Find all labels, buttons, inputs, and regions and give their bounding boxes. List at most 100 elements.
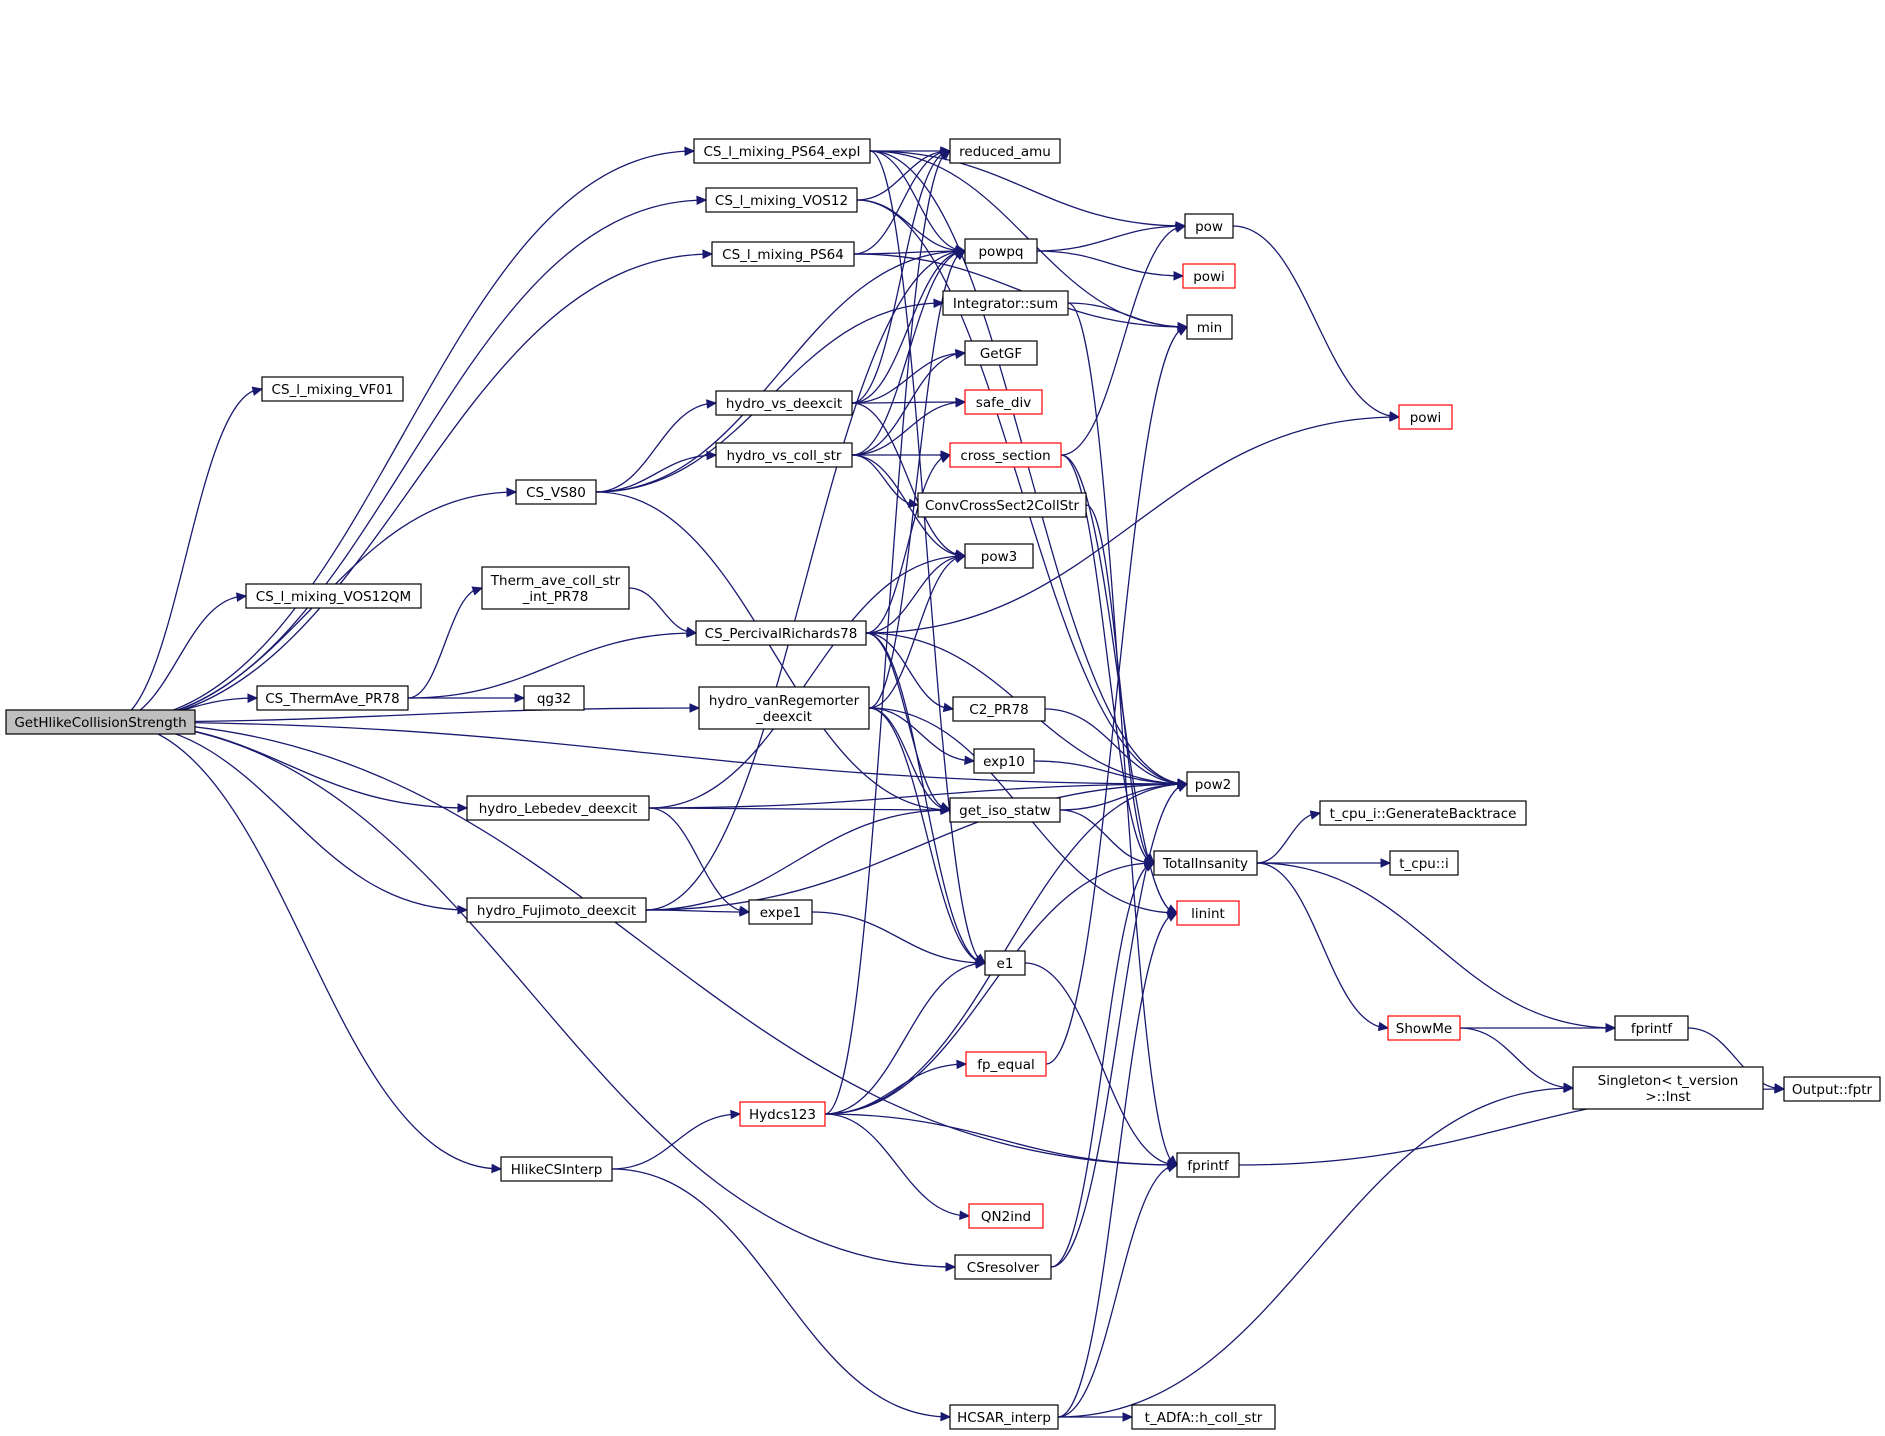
node-box-adfa <box>1131 1404 1276 1430</box>
node-singleton[interactable]: Singleton< t_version>::Inst <box>1572 1066 1764 1110</box>
node-lebedev[interactable]: hydro_Lebedev_deexcit <box>466 795 650 821</box>
node-therm_int[interactable]: Therm_ave_coll_str_int_PR78 <box>481 566 630 610</box>
node-box-tcpu <box>1389 850 1459 876</box>
node-fprintf2[interactable]: fprintf <box>1176 1152 1240 1178</box>
arrowhead-root-to-vs80 <box>506 487 518 497</box>
node-fprintf1[interactable]: fprintf <box>1614 1015 1689 1041</box>
edge-cross-to-linint <box>1060 454 1178 914</box>
node-integrator[interactable]: Integrator::sum <box>942 290 1069 316</box>
node-powpq[interactable]: powpq <box>964 238 1038 264</box>
node-totalins[interactable]: TotalInsanity <box>1153 850 1258 876</box>
arrowhead-totalins-to-showme <box>1377 1021 1390 1032</box>
node-box-vos12 <box>705 187 858 213</box>
node-label-totalins: TotalInsanity <box>1162 856 1248 872</box>
arrowhead-csresolver-to-totalins <box>1143 862 1156 872</box>
node-label-powi2: powi <box>1410 410 1442 426</box>
node-box-min <box>1186 314 1233 340</box>
node-tcpu[interactable]: t_cpu::i <box>1389 850 1459 876</box>
arrowhead-hydcs-to-reduced_amu <box>939 150 951 161</box>
arrowhead-vanreg-to-get_iso <box>939 802 952 813</box>
node-reduced_amu[interactable]: reduced_amu <box>949 138 1061 164</box>
node-box-hydcs <box>739 1101 826 1127</box>
node-showme[interactable]: ShowMe <box>1387 1015 1461 1041</box>
node-adfa[interactable]: t_ADfA::h_coll_str <box>1131 1404 1276 1430</box>
edge-totalins-to-backtrace <box>1256 812 1321 864</box>
node-label-hydcs: Hydcs123 <box>749 1107 816 1123</box>
node-box-showme <box>1387 1015 1461 1041</box>
node-pow[interactable]: pow <box>1184 213 1234 239</box>
arrowhead-csresolver-to-pow2 <box>1176 783 1189 793</box>
node-powi1[interactable]: powi <box>1182 263 1236 289</box>
node-hydcs[interactable]: Hydcs123 <box>739 1101 826 1127</box>
arrowhead-totalins-to-tcpu <box>1380 858 1392 868</box>
arrowhead-thermave-to-qg32 <box>514 693 526 703</box>
node-label-singleton: Singleton< t_version>::Inst <box>1598 1073 1739 1105</box>
edge-csresolver-to-pow2 <box>1050 783 1188 1268</box>
node-powi2[interactable]: powi <box>1398 404 1453 430</box>
node-root[interactable]: GetHlikeCollisionStrength <box>5 709 196 735</box>
node-getgf[interactable]: GetGF <box>964 340 1038 366</box>
node-get_iso[interactable]: get_iso_statw <box>949 797 1061 823</box>
node-pow3[interactable]: pow3 <box>964 543 1034 569</box>
edge-hydcs-to-totalins <box>824 862 1155 1115</box>
edge-vs_deexcit-to-reduced_amu <box>851 150 951 404</box>
node-e1[interactable]: e1 <box>984 950 1026 976</box>
edge-vanreg-to-powpq <box>868 250 966 709</box>
node-box-qg32 <box>523 685 585 711</box>
node-fptr[interactable]: Output::fptr <box>1783 1076 1881 1102</box>
node-box-pow3 <box>964 543 1034 569</box>
node-backtrace[interactable]: t_cpu_i::GenerateBacktrace <box>1319 800 1527 826</box>
node-qg32[interactable]: qg32 <box>523 685 585 711</box>
node-exp10[interactable]: exp10 <box>973 748 1035 774</box>
node-linint[interactable]: linint <box>1176 900 1240 926</box>
arrowhead-vanreg-to-powpq <box>954 250 967 261</box>
edge-vs80-to-powpq <box>595 250 966 493</box>
node-vos12[interactable]: CS_l_mixing_VOS12 <box>705 187 858 213</box>
node-pow2[interactable]: pow2 <box>1186 771 1240 797</box>
node-qn2ind[interactable]: QN2ind <box>968 1203 1044 1229</box>
edge-percival-to-powi2 <box>865 416 1400 634</box>
node-vanreg[interactable]: hydro_vanRegemorter_deexcit <box>698 686 870 730</box>
edge-thermave-to-percival <box>407 632 697 699</box>
node-min[interactable]: min <box>1186 314 1233 340</box>
node-c2pr78[interactable]: C2_PR78 <box>952 696 1046 722</box>
nodes-layer: GetHlikeCollisionStrength CS_l_mixing_PS6… <box>5 138 1881 1430</box>
node-fp_equal[interactable]: fp_equal <box>965 1051 1047 1077</box>
node-box-percival <box>695 620 867 646</box>
node-label-vf01: CS_l_mixing_VF01 <box>272 382 394 398</box>
node-box-integrator <box>942 290 1069 316</box>
edge-lebedev-to-pow2 <box>648 783 1188 809</box>
node-hcsar[interactable]: HCSAR_interp <box>949 1404 1059 1430</box>
node-conv[interactable]: ConvCrossSect2CollStr <box>917 492 1087 518</box>
node-expe1[interactable]: expe1 <box>748 899 813 925</box>
node-box-hlikecs <box>500 1156 613 1182</box>
node-vf01[interactable]: CS_l_mixing_VF01 <box>261 376 404 402</box>
node-box-get_iso <box>949 797 1061 823</box>
node-label-lebedev: hydro_Lebedev_deexcit <box>479 801 638 817</box>
node-label-pow2: pow2 <box>1195 777 1231 793</box>
node-vos12qm[interactable]: CS_l_mixing_VOS12QM <box>245 583 422 609</box>
node-vs80[interactable]: CS_VS80 <box>515 479 597 505</box>
edge-percival-to-get_iso <box>865 632 951 811</box>
node-percival[interactable]: CS_PercivalRichards78 <box>695 620 867 646</box>
edge-fujimoto-to-pow2 <box>645 783 1188 911</box>
node-fujimoto[interactable]: hydro_Fujimoto_deexcit <box>466 897 647 923</box>
node-safe_div[interactable]: safe_div <box>964 389 1043 415</box>
node-ps64[interactable]: CS_l_mixing_PS64 <box>711 241 855 267</box>
node-vs_deexcit[interactable]: hydro_vs_deexcit <box>715 390 853 416</box>
node-box-powi1 <box>1182 263 1236 289</box>
edge-vanreg-to-exp10 <box>868 707 975 762</box>
node-box-vos12qm <box>245 583 422 609</box>
arrowhead-showme-to-singleton <box>1563 1082 1575 1092</box>
node-hlikecs[interactable]: HlikeCSInterp <box>500 1156 613 1182</box>
node-vs_coll[interactable]: hydro_vs_coll_str <box>715 442 853 468</box>
node-thermave[interactable]: CS_ThermAve_PR78 <box>256 685 409 711</box>
arrowhead-root-to-vf01 <box>251 386 264 396</box>
edge-hydcs-to-fp_equal <box>824 1063 967 1115</box>
arrowhead-root-to-lebedev <box>457 803 469 813</box>
node-cross[interactable]: cross_section <box>949 442 1062 468</box>
arrowhead-vs80-to-vs_coll <box>706 450 718 461</box>
node-csresolver[interactable]: CSresolver <box>954 1254 1052 1280</box>
node-box-vs_deexcit <box>715 390 853 416</box>
node-ps64expi[interactable]: CS_l_mixing_PS64_expI <box>693 138 871 164</box>
